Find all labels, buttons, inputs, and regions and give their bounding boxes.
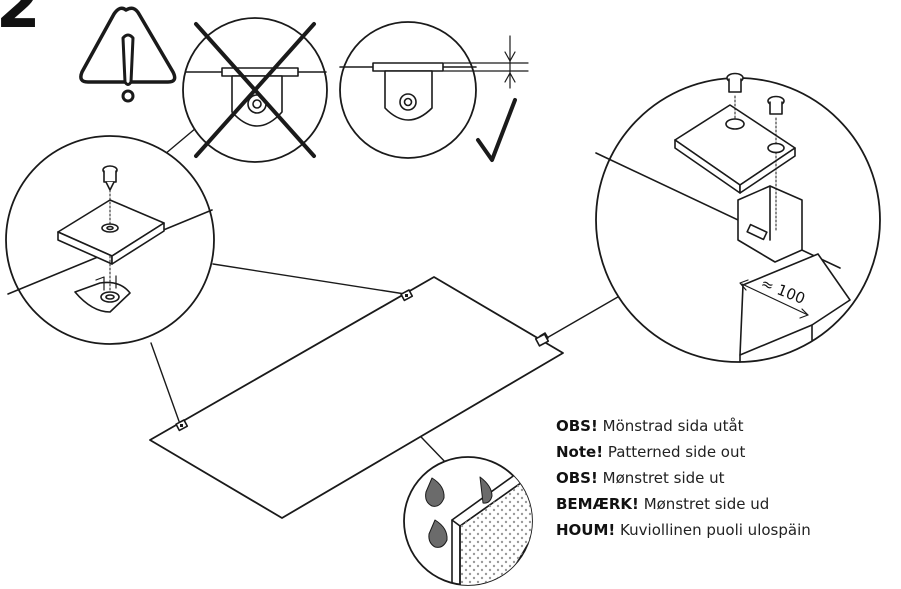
gap-dimension-marker [443,35,529,89]
dimension-arrow [739,279,809,319]
note-label: HOUM! [556,521,616,539]
note-text: Mønstret side ut [602,469,725,487]
note-text: Mønstret side ud [643,495,770,513]
main-panel [149,276,564,519]
correct-checkmark-icon [476,98,517,162]
note-finnish: HOUM! Kuviollinen puoli ulospäin [556,522,901,548]
note-text: Mönstrad sida utåt [602,417,744,435]
screw-icon [726,72,744,93]
wrong-cross-icon [194,22,316,158]
note-text: Kuviollinen puoli ulospäin [620,521,811,539]
right-bracket [737,185,803,263]
screw-icon [102,165,118,191]
correct-detail-circle [339,21,477,159]
note-label: OBS! [556,469,598,487]
note-norwegian: OBS! Mønstret side ut [556,470,901,496]
warning-triangle-icon [79,6,177,103]
note-label: OBS! [556,417,598,435]
instruction-notes: OBS! Mönstrad sida utåt Note! Patterned … [556,418,901,548]
right-plate [674,104,796,194]
left-detail-circle [5,135,215,345]
note-english: Note! Patterned side out [556,444,901,470]
note-text: Patterned side out [607,443,746,461]
note-label: Note! [556,443,604,461]
wrong-detail-circle [182,17,328,163]
panel-bracket-left [175,419,189,432]
screw-icon [767,95,785,115]
step-number: 2 [0,0,41,43]
note-danish: BEMÆRK! Mønstret side ud [556,496,901,522]
panel-bracket-top [400,289,414,302]
texture-detail-circle [403,456,533,586]
right-detail-circle [595,72,881,363]
note-label: BEMÆRK! [556,495,639,513]
note-swedish: OBS! Mönstrad sida utåt [556,418,901,444]
water-drop-icon [425,476,493,548]
panel-bracket-right [534,332,550,347]
